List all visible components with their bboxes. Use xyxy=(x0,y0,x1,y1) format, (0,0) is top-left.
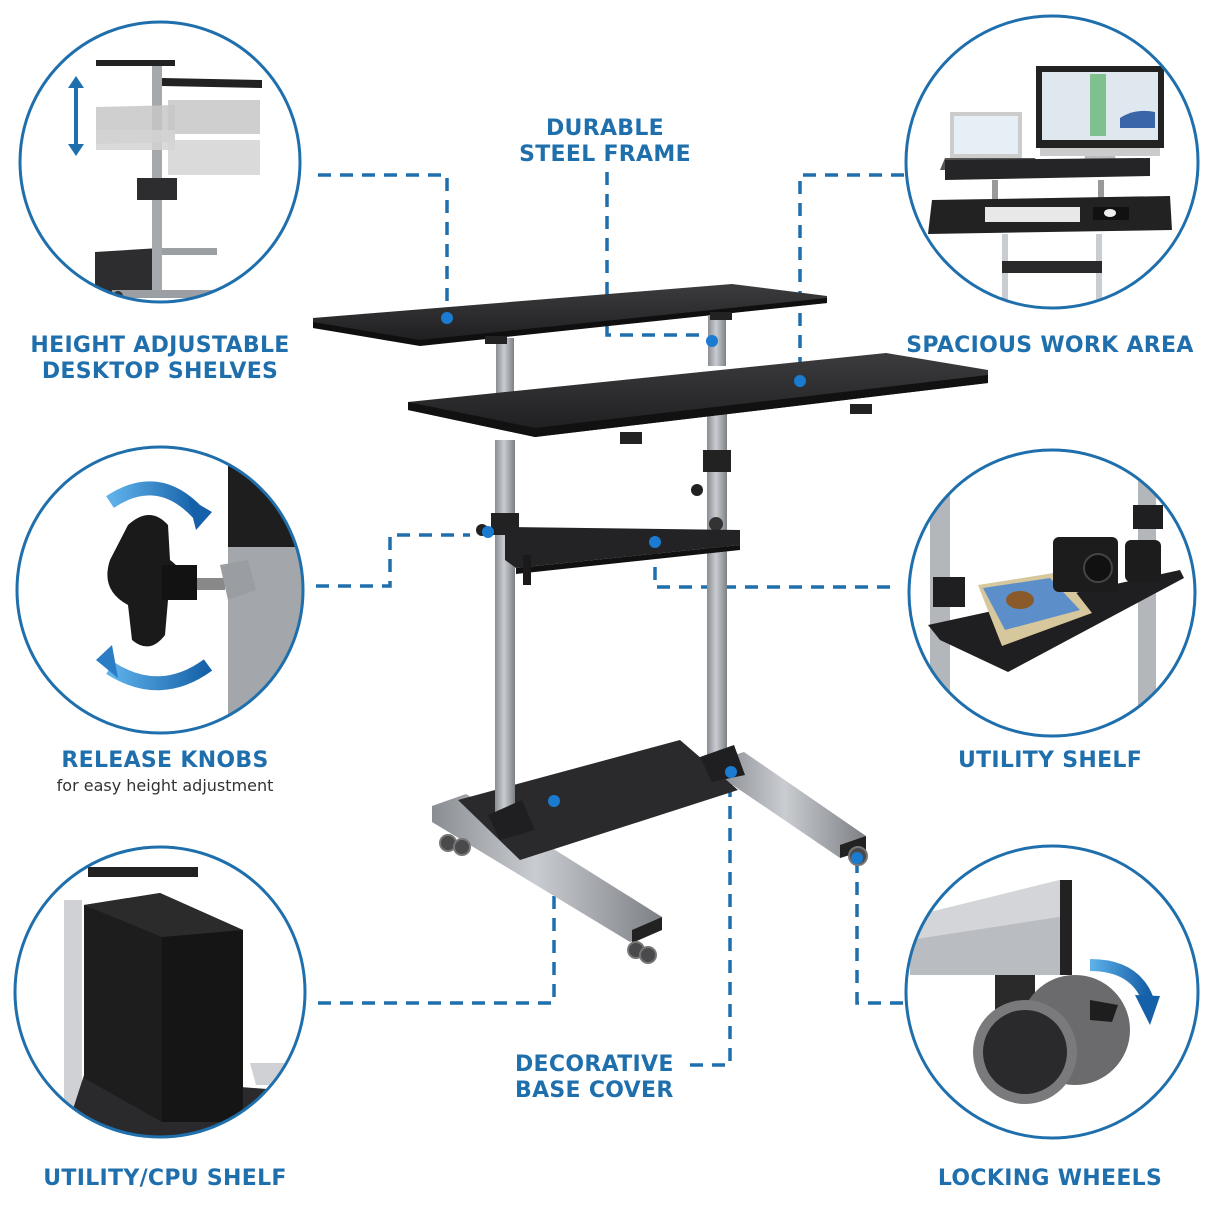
label-base-cover: DECORATIVE BASE COVER xyxy=(515,1052,674,1103)
label-utility-shelf: UTILITY SHELF xyxy=(957,748,1143,773)
leader-locking-wheels xyxy=(855,860,904,1005)
height-adjust-icon xyxy=(20,22,300,302)
caster-wheel-icon xyxy=(906,846,1198,1138)
leader-steel-frame xyxy=(605,172,712,337)
leader-utility-shelf xyxy=(653,545,898,589)
leader-cpu-shelf xyxy=(318,804,556,1005)
leader-height-adjustable xyxy=(318,173,449,316)
label-cpu-shelf: UTILITY/CPU SHELF xyxy=(43,1166,287,1191)
label-steel-frame: DURABLE STEEL FRAME xyxy=(519,116,691,167)
shelf-camera-icon xyxy=(909,450,1195,736)
label-locking-wheels: LOCKING WHEELS xyxy=(937,1166,1163,1191)
leader-release-knobs xyxy=(316,533,470,588)
leader-lines xyxy=(316,172,904,1067)
leader-work-area xyxy=(798,173,904,377)
label-height-adjustable: HEIGHT ADJUSTABLE DESKTOP SHELVES xyxy=(30,333,290,384)
monitor-laptop-icon xyxy=(906,16,1198,308)
label-release-knobs-subtitle: for easy height adjustment xyxy=(56,776,274,795)
callout-dots xyxy=(441,312,863,864)
cpu-tower-icon xyxy=(15,847,305,1137)
leader-base-cover xyxy=(690,777,732,1067)
label-release-knobs: RELEASE KNOBS xyxy=(61,748,269,773)
label-work-area: SPACIOUS WORK AREA xyxy=(906,333,1194,358)
desk-illustration xyxy=(313,284,988,964)
